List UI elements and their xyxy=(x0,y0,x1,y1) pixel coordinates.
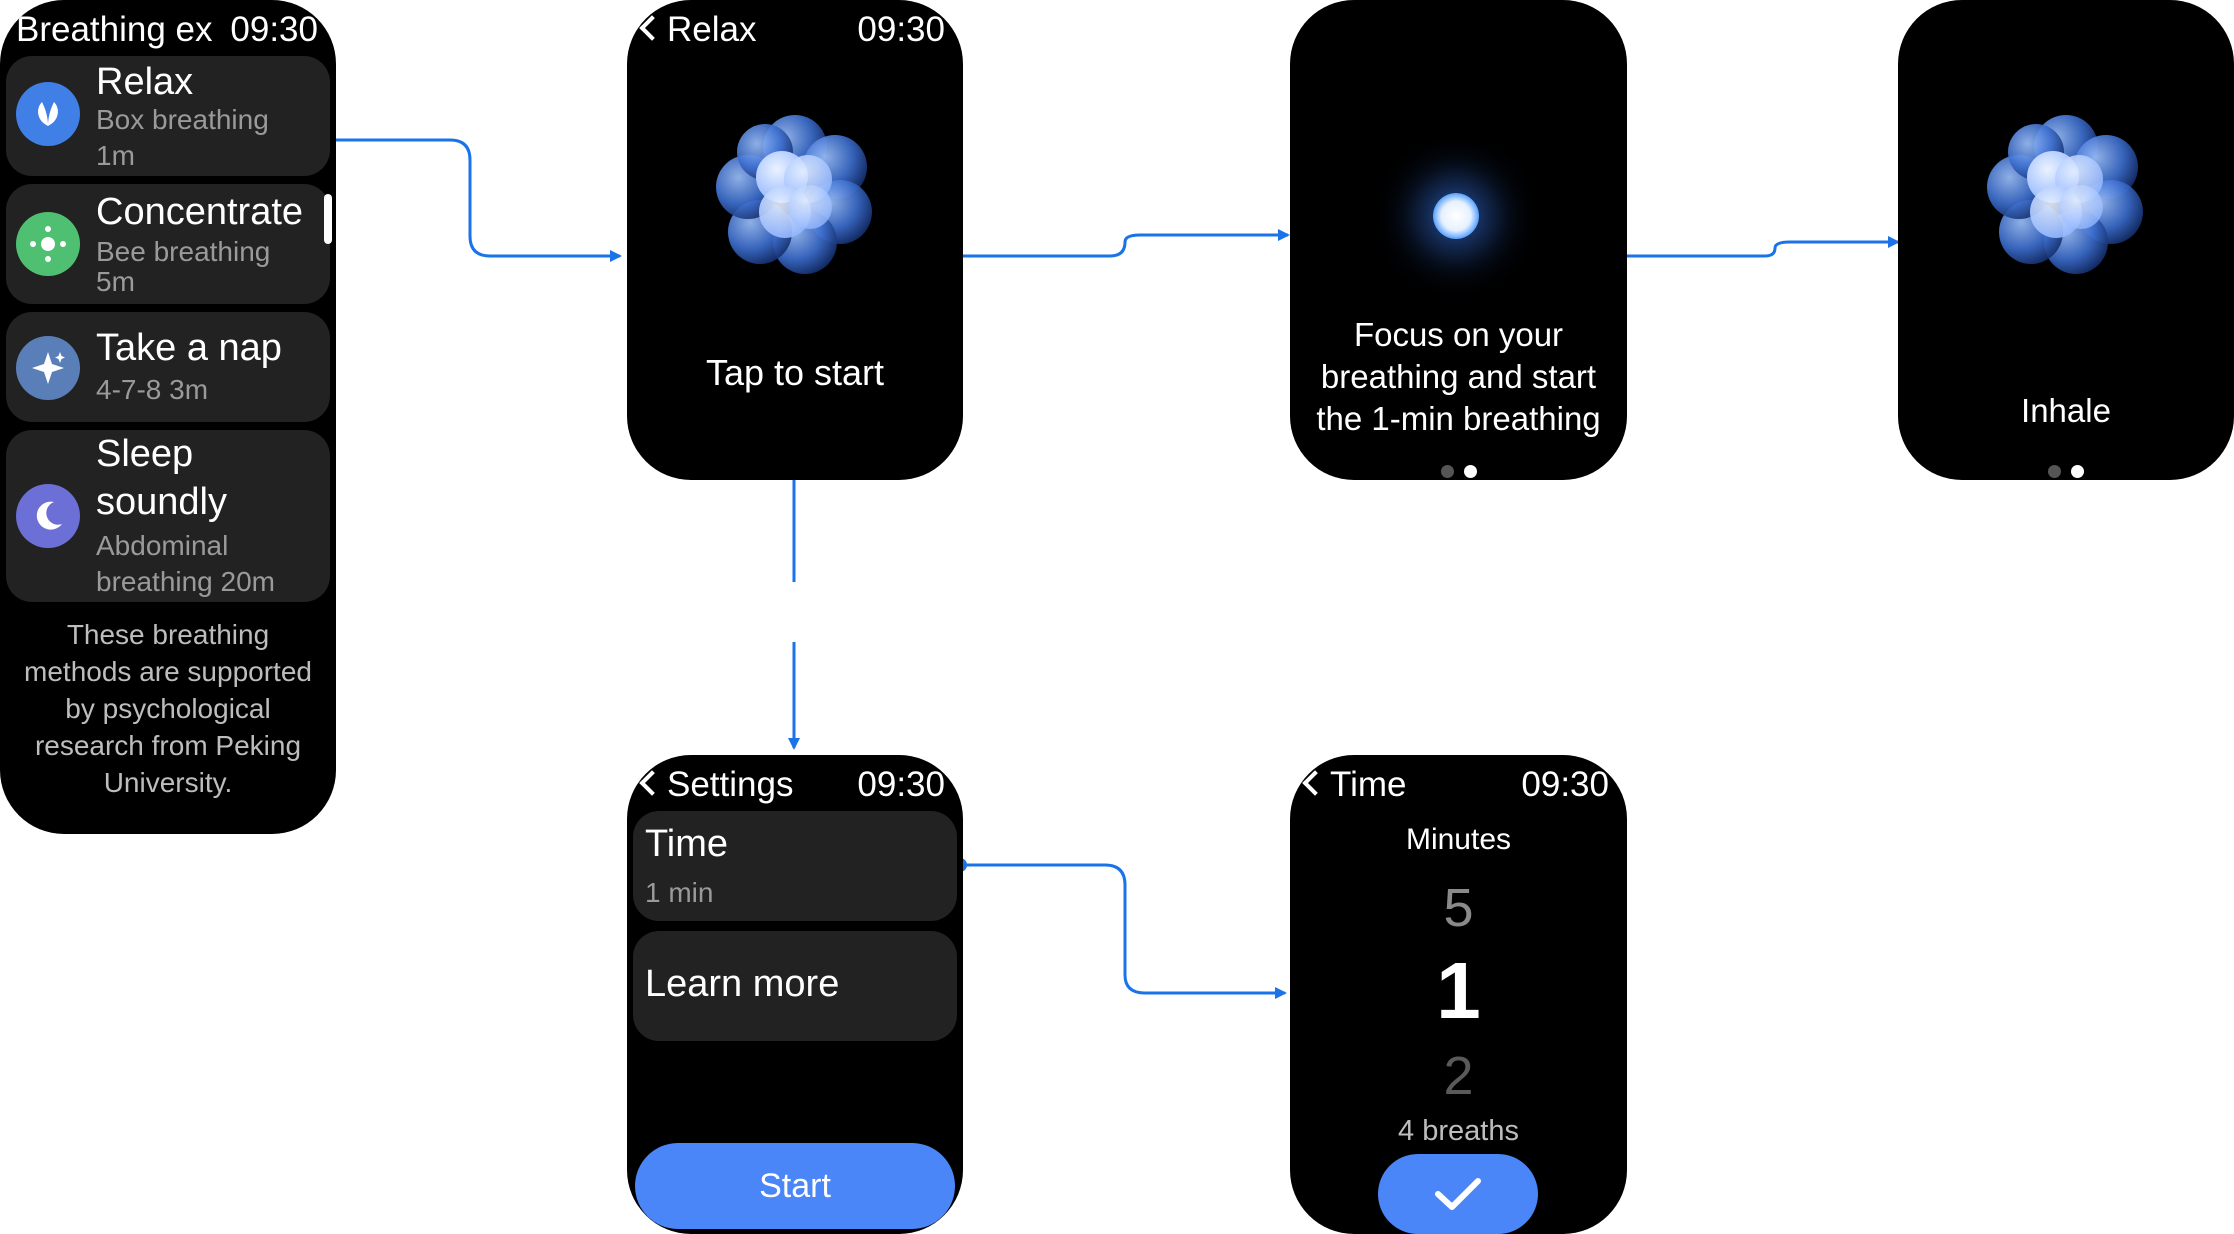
settings-item-learn-more[interactable]: Learn more xyxy=(633,931,957,1041)
page-dot xyxy=(2048,465,2061,478)
item-title: Take a nap xyxy=(96,327,282,369)
picker-value-above[interactable]: 5 xyxy=(1443,878,1474,938)
breaths-count: 4 breaths xyxy=(1398,1115,1519,1147)
relax-screen[interactable]: Relax 09:30 Tap to start xyxy=(627,0,963,480)
item-subtitle: Box breathing xyxy=(96,104,269,135)
item-title: Time xyxy=(645,823,729,865)
moon-icon xyxy=(16,484,80,548)
status-bar: Breathing ex 09:30 xyxy=(0,0,336,58)
item-duration: 1m xyxy=(96,140,135,171)
clock: 09:30 xyxy=(230,10,318,49)
item-title: Concentrate xyxy=(96,191,304,233)
breathing-orb-icon xyxy=(1987,115,2143,274)
clock: 09:30 xyxy=(857,10,945,49)
chevron-left-icon xyxy=(639,15,665,41)
item-subtitle: 4-7-8 3m xyxy=(96,374,209,405)
glow-dot-icon xyxy=(1433,193,1479,239)
status-bar: Time 09:30 xyxy=(1290,755,1627,813)
connector-list-to-relax xyxy=(322,138,622,262)
item-title-line1: Sleep xyxy=(96,433,194,475)
list-item-sleep-soundly[interactable]: Sleep soundly Abdominal breathing 20m xyxy=(6,430,330,602)
page-dot-active xyxy=(2071,465,2084,478)
inhale-label: Inhale xyxy=(2021,392,2111,429)
checkmark-icon xyxy=(1435,1178,1481,1210)
item-duration: 5m xyxy=(96,266,135,297)
confirm-button[interactable] xyxy=(1378,1154,1538,1234)
sparkle-icon xyxy=(16,336,80,400)
list-item-concentrate[interactable]: Concentrate Bee breathing 5m xyxy=(6,184,330,304)
inhale-screen: Inhale xyxy=(1898,0,2234,480)
list-item-relax[interactable]: Relax Box breathing 1m xyxy=(6,56,330,176)
item-title: Relax xyxy=(96,61,194,103)
clock: 09:30 xyxy=(857,765,945,804)
item-title-line2: soundly xyxy=(96,481,227,523)
page-dot-active xyxy=(1463,465,1477,478)
connector-focus-to-inhale xyxy=(1627,236,1900,258)
focus-screen: Focus on your breathing and start the 1-… xyxy=(1290,0,1627,480)
page-indicator xyxy=(1898,465,2234,480)
chevron-left-icon xyxy=(639,770,665,796)
item-subtitle-line2: breathing 20m xyxy=(96,566,276,597)
connector-relax-to-focus xyxy=(963,229,1290,258)
time-picker-screen: Time 09:30 Minutes 5 1 2 4 breaths xyxy=(1290,755,1627,1234)
item-subtitle-line1: Abdominal xyxy=(96,530,229,561)
picker-value-below[interactable]: 2 xyxy=(1443,1046,1474,1106)
leaf-icon xyxy=(16,82,80,146)
connector-settings-to-time xyxy=(960,863,1287,999)
breathing-orb-icon xyxy=(716,115,872,274)
start-button[interactable]: Start xyxy=(635,1143,955,1229)
picker-value-selected[interactable]: 1 xyxy=(1436,946,1481,1035)
footnote: These breathing methods are supported by… xyxy=(24,619,312,798)
item-title: Learn more xyxy=(645,963,840,1005)
focus-icon xyxy=(16,212,80,276)
page-dot xyxy=(1440,465,1454,478)
settings-item-time[interactable]: Time 1 min xyxy=(633,811,957,921)
breathing-list-screen: Breathing ex 09:30 Relax Box breathing 1… xyxy=(0,0,336,834)
back-button[interactable]: Time xyxy=(1302,765,1406,805)
status-bar: Relax 09:30 xyxy=(627,0,963,58)
clock: 09:30 xyxy=(1521,765,1609,804)
item-value: 1 min xyxy=(645,877,714,908)
scrollbar[interactable] xyxy=(324,194,332,244)
screen-title: Breathing ex xyxy=(16,10,213,49)
status-bar: Settings 09:30 xyxy=(627,755,963,813)
list-item-take-a-nap[interactable]: Take a nap 4-7-8 3m xyxy=(6,312,330,422)
focus-instruction: Focus on your breathing and start the 1-… xyxy=(1316,316,1601,437)
item-subtitle: Bee breathing xyxy=(96,236,271,267)
back-button[interactable]: Relax xyxy=(639,10,756,50)
tap-to-start-label: Tap to start xyxy=(705,352,885,393)
picker-header: Minutes xyxy=(1405,823,1512,856)
chevron-left-icon xyxy=(1302,770,1328,796)
settings-screen: Settings 09:30 Time 1 min Learn more Sta… xyxy=(627,755,963,1234)
page-indicator xyxy=(1290,465,1627,480)
back-button[interactable]: Settings xyxy=(639,765,793,805)
